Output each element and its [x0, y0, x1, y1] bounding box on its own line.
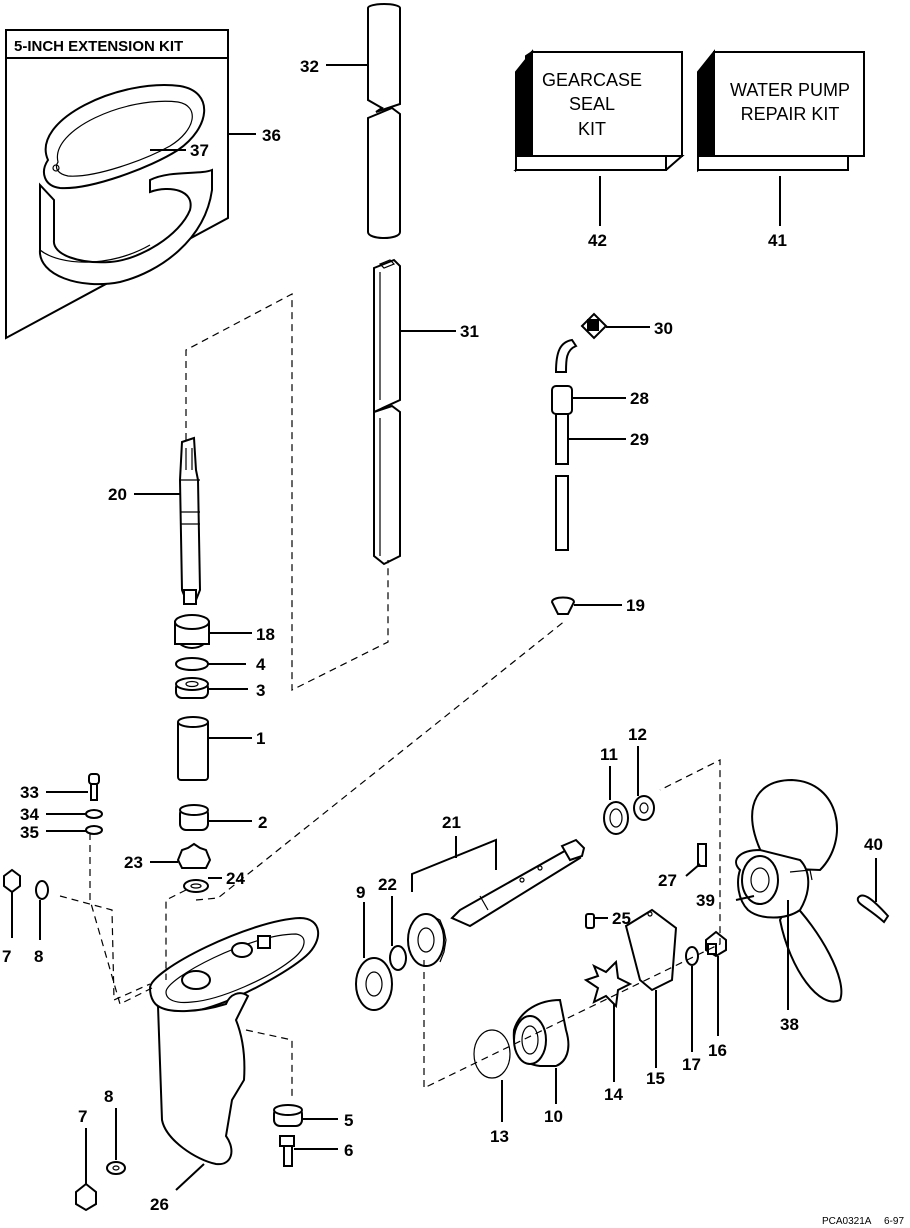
- gearcase-kit-line2: SEAL: [569, 94, 615, 114]
- gearcase-bolts: [273, 1104, 303, 1167]
- label-40: 40: [864, 835, 883, 854]
- figure-code: PCA0321A 6-97: [822, 1216, 904, 1227]
- label-13: 13: [490, 1127, 509, 1146]
- label-37: 37: [190, 141, 209, 160]
- label-25: 25: [612, 909, 631, 928]
- label-5: 5: [344, 1111, 353, 1130]
- propeller: [735, 778, 843, 1003]
- label-19: 19: [626, 596, 645, 615]
- label-32: 32: [300, 57, 319, 76]
- label-9: 9: [356, 883, 365, 902]
- part-number-labels: 32 36 37 31 30 28 29 20 19 18 4 3 1 11 1…: [2, 57, 883, 1214]
- label-8-upper: 8: [34, 947, 43, 966]
- cotter-pin: [856, 894, 890, 924]
- figure-code-date: 6-97: [884, 1216, 904, 1227]
- water-pump: [473, 908, 678, 1079]
- bearing-seal-forward: [603, 795, 655, 835]
- shift-rod-assembly: [550, 312, 608, 615]
- label-36: 36: [262, 126, 281, 145]
- label-38: 38: [780, 1015, 799, 1034]
- label-12: 12: [628, 725, 647, 744]
- driveshaft-tube: [373, 258, 401, 566]
- label-27: 27: [658, 871, 677, 890]
- label-11: 11: [600, 745, 618, 764]
- label-42: 42: [588, 231, 607, 250]
- label-31: 31: [460, 322, 479, 341]
- extension-kit-title: 5-INCH EXTENSION KIT: [14, 38, 183, 55]
- label-6: 6: [344, 1141, 353, 1160]
- label-7-lower: 7: [78, 1107, 87, 1126]
- label-4: 4: [256, 655, 266, 674]
- propeller-shaft: [450, 838, 586, 928]
- label-1: 1: [256, 729, 265, 748]
- extension-housing-drawing: [38, 84, 213, 286]
- label-8-lower: 8: [104, 1087, 113, 1106]
- drain-screw-upper: [3, 868, 49, 900]
- leader-lines: [11, 64, 877, 1191]
- gearcase-kit-line1: GEARCASE: [542, 70, 642, 90]
- drain-screw-lower: [75, 1161, 126, 1212]
- label-26: 26: [150, 1195, 169, 1214]
- water-pump-repair-kit-box: WATER PUMP REPAIR KIT: [697, 49, 865, 173]
- label-39: 39: [696, 891, 715, 910]
- assembly-lines: [59, 293, 721, 1100]
- label-15: 15: [646, 1069, 665, 1088]
- label-7-upper: 7: [2, 947, 11, 966]
- water-pump-kit-line1: WATER PUMP: [730, 80, 850, 100]
- cover-screw-stack: [85, 773, 103, 835]
- label-23: 23: [124, 853, 143, 872]
- label-41: 41: [768, 231, 787, 250]
- label-28: 28: [630, 389, 649, 408]
- label-35: 35: [20, 823, 39, 842]
- label-34: 34: [20, 805, 39, 824]
- gearcase-seal-kit-box: GEARCASE SEAL KIT: [513, 49, 685, 173]
- label-2: 2: [258, 813, 267, 832]
- label-10: 10: [544, 1107, 563, 1126]
- label-18: 18: [256, 625, 275, 644]
- water-pump-kit-line2: REPAIR KIT: [741, 104, 840, 124]
- label-20: 20: [108, 485, 127, 504]
- label-22: 22: [378, 875, 397, 894]
- label-17: 17: [682, 1055, 701, 1074]
- figure-code-id: PCA0321A: [822, 1216, 872, 1227]
- label-3: 3: [256, 681, 265, 700]
- cover-bolt-washer: [685, 930, 727, 966]
- gear-and-bearing: [355, 913, 447, 1011]
- label-29: 29: [630, 430, 649, 449]
- keys-and-pins: [585, 843, 707, 929]
- label-16: 16: [708, 1041, 727, 1060]
- label-30: 30: [654, 319, 673, 338]
- label-21: 21: [442, 813, 461, 832]
- driveshaft-stack: [174, 436, 212, 893]
- gearcase-housing: [148, 916, 320, 1166]
- label-33: 33: [20, 783, 39, 802]
- extension-kit-panel: 5-INCH EXTENSION KIT: [5, 29, 229, 340]
- label-24: 24: [226, 869, 245, 888]
- label-14: 14: [604, 1085, 623, 1104]
- gearcase-kit-line3: KIT: [578, 119, 606, 139]
- water-tube-upper: [367, 3, 401, 239]
